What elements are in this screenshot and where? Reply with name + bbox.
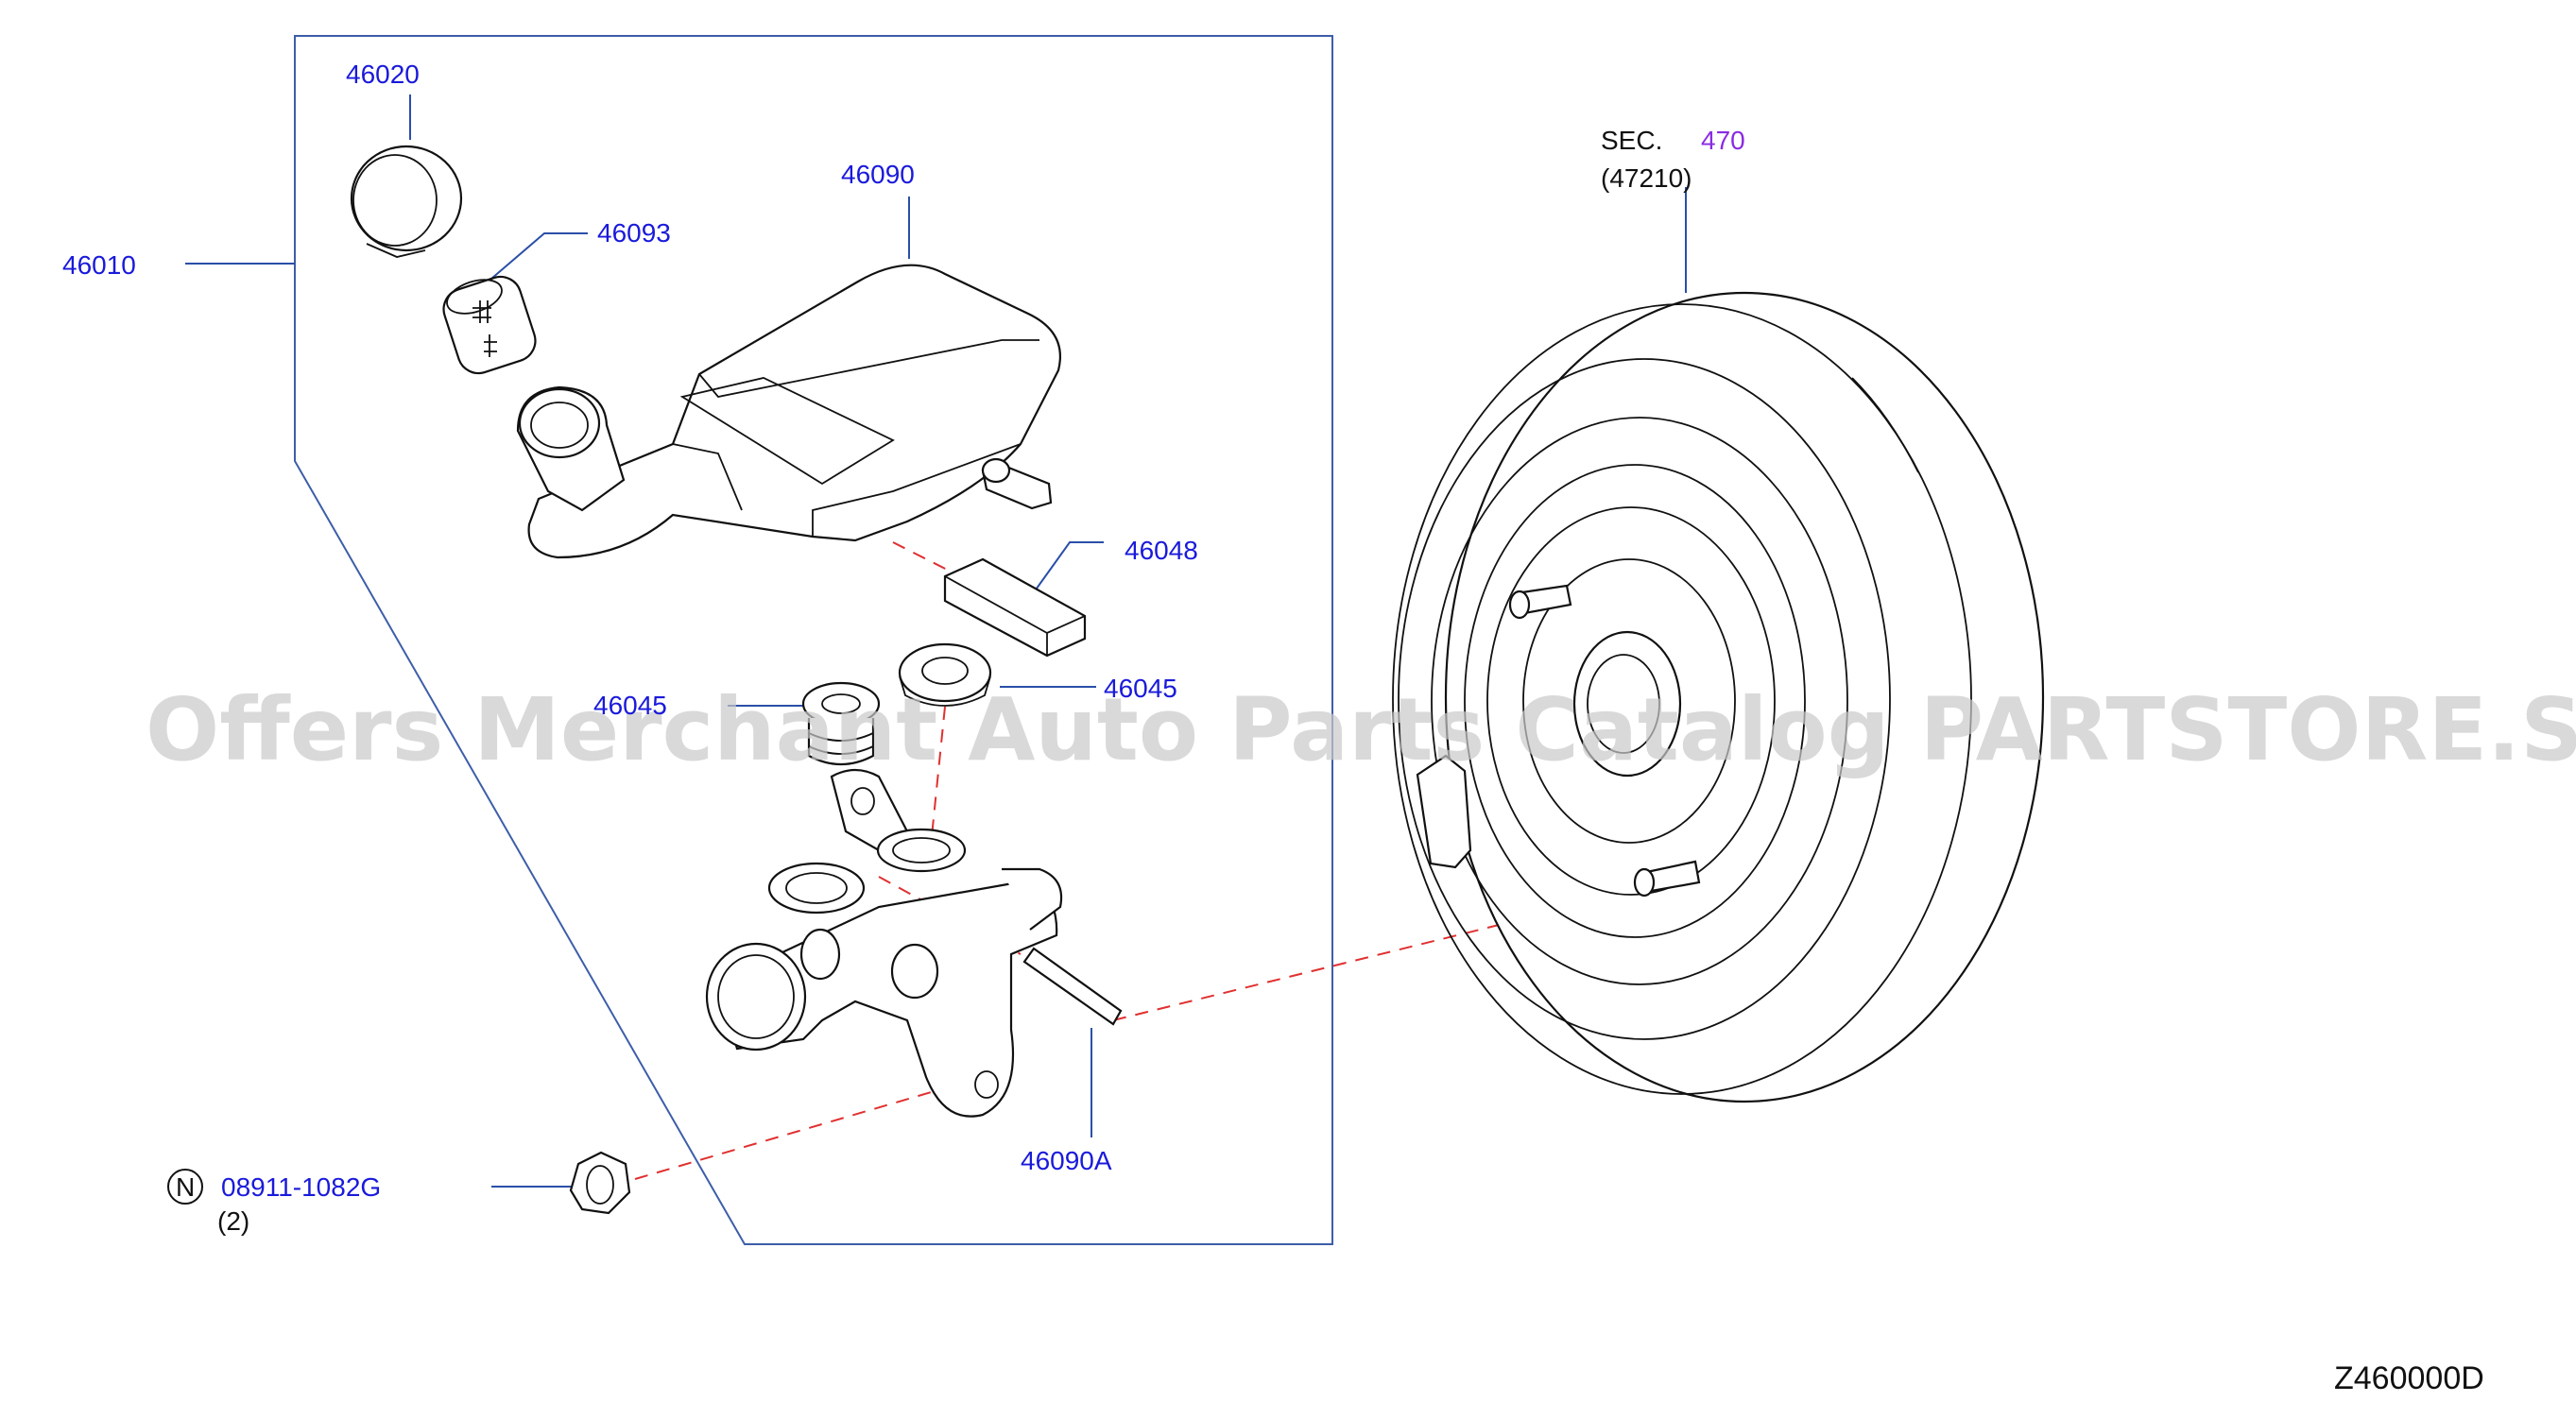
brake-booster-part[interactable] [1392, 291, 2045, 1103]
label-46093[interactable]: 46093 [597, 218, 671, 248]
grommet-right-part[interactable] [898, 642, 992, 707]
nut-n-letter: N [176, 1172, 195, 1202]
leader-46093 [490, 232, 588, 280]
reservoir-cap-part[interactable] [350, 145, 463, 258]
label-46090A[interactable]: 46090A [1021, 1146, 1112, 1175]
level-sensor-part[interactable] [943, 557, 1087, 658]
label-46048[interactable]: 46048 [1125, 536, 1198, 565]
grommet-left-part[interactable] [801, 681, 881, 765]
dash-grommet [930, 706, 946, 846]
label-46020[interactable]: 46020 [346, 60, 420, 89]
label-sec-prefix: SEC. [1601, 126, 1662, 155]
pin-part[interactable] [1022, 947, 1123, 1026]
nut-part[interactable] [569, 1151, 631, 1215]
label-46090[interactable]: 46090 [841, 160, 915, 189]
assembly-frame [294, 35, 1333, 1245]
label-46045-left[interactable]: 46045 [593, 691, 667, 720]
label-nut-qty: (2) [217, 1206, 249, 1236]
strainer-part[interactable] [438, 271, 541, 378]
drawing-code: Z460000D [2334, 1360, 2484, 1396]
leader-46048 [1033, 541, 1104, 593]
reservoir-tank-part[interactable] [516, 264, 1062, 559]
nut-n-symbol [167, 1169, 203, 1205]
master-cylinder-body-part[interactable] [705, 768, 1063, 1118]
label-sec-47210: (47210) [1601, 163, 1692, 193]
label-sec-470[interactable]: 470 [1701, 126, 1745, 155]
watermark-text: Offers Merchant Auto Parts Catalog PARTS… [146, 679, 2576, 780]
label-46010[interactable]: 46010 [62, 250, 136, 280]
label-08911-1082G[interactable]: 08911-1082G [221, 1172, 381, 1202]
label-46045-right[interactable]: 46045 [1104, 674, 1177, 703]
dash-booster-lower [634, 1076, 984, 1180]
